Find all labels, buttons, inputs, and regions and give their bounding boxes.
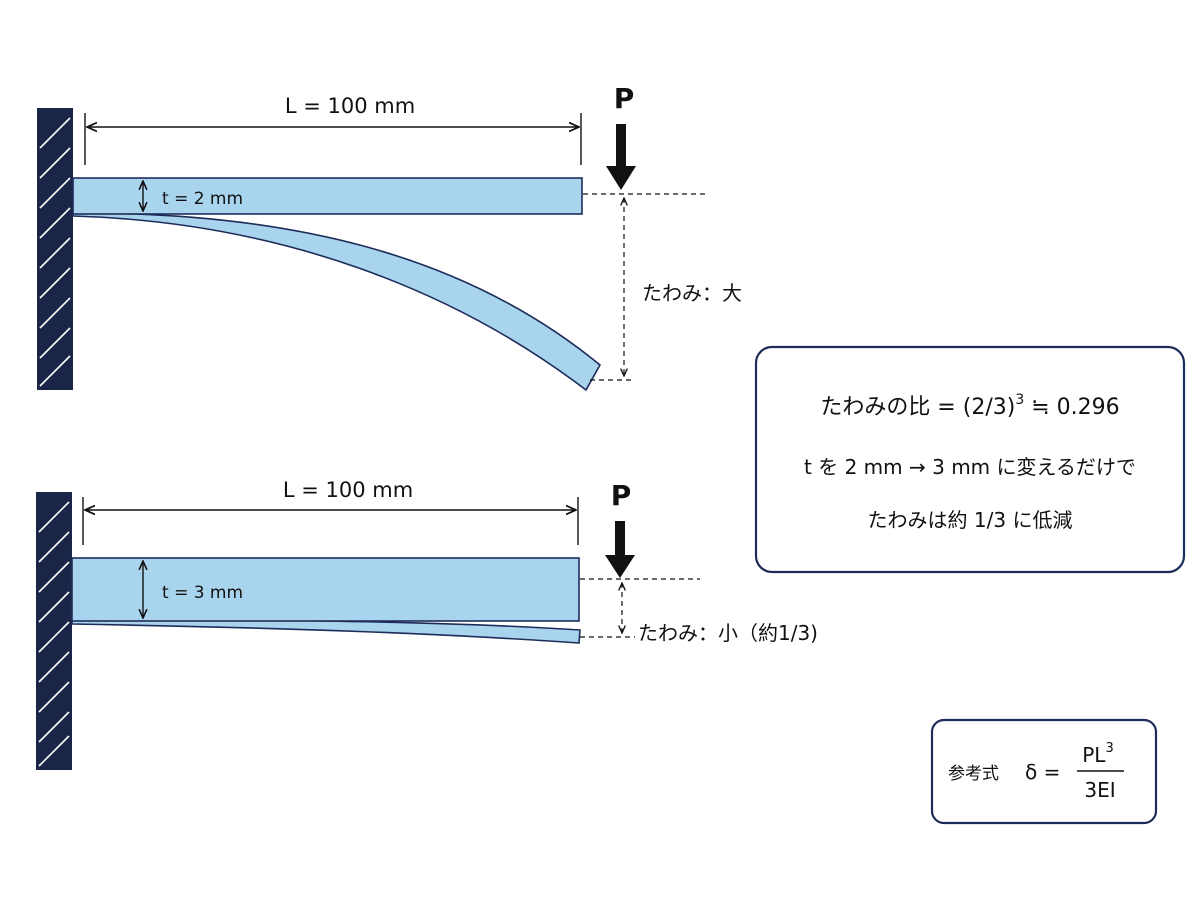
bottom-undeformed-beam <box>71 557 580 622</box>
top-deflected-beam <box>72 212 602 392</box>
bottom-load-label: P <box>611 479 632 512</box>
top-thickness-label: t = 2 mm <box>162 189 243 209</box>
top-load-arrow <box>606 124 636 190</box>
bottom-fixed-wall <box>36 492 72 770</box>
summary-line-2: t を 2 mm → 3 mm に変えるだけで <box>804 455 1136 479</box>
summary-box: たわみの比 = (2/3)3 ≒ 0.296 t を 2 mm → 3 mm に… <box>754 345 1186 574</box>
bottom-cantilever: L = 100 mm t = 3 mm P たわみ：小（約1/3) <box>36 478 818 770</box>
bottom-load-arrow <box>605 521 635 578</box>
formula-box: 参考式 δ = PL3 3EI <box>930 718 1158 825</box>
formula-denominator: 3EI <box>1084 778 1115 802</box>
summary-line-3: たわみは約 1/3 に低減 <box>868 508 1073 532</box>
top-load-label: P <box>614 82 635 115</box>
bottom-thickness-label: t = 3 mm <box>162 583 243 603</box>
top-deflection-label: たわみ：大 <box>642 281 742 305</box>
bottom-length-label: L = 100 mm <box>283 478 413 502</box>
top-cantilever: L = 100 mm t = 2 mm P たわみ：大 <box>37 82 742 392</box>
formula-numerator: PL3 <box>1082 741 1113 767</box>
top-fixed-wall <box>37 108 73 390</box>
formula-lhs: δ = <box>1025 760 1060 784</box>
top-length-label: L = 100 mm <box>285 94 415 118</box>
bottom-deflection-label: たわみ：小（約1/3) <box>638 621 818 645</box>
deflection-ratio-line: たわみの比 = (2/3)3 ≒ 0.296 <box>820 392 1119 420</box>
top-undeformed-beam <box>72 177 583 215</box>
formula-prefix: 参考式 <box>948 764 999 784</box>
